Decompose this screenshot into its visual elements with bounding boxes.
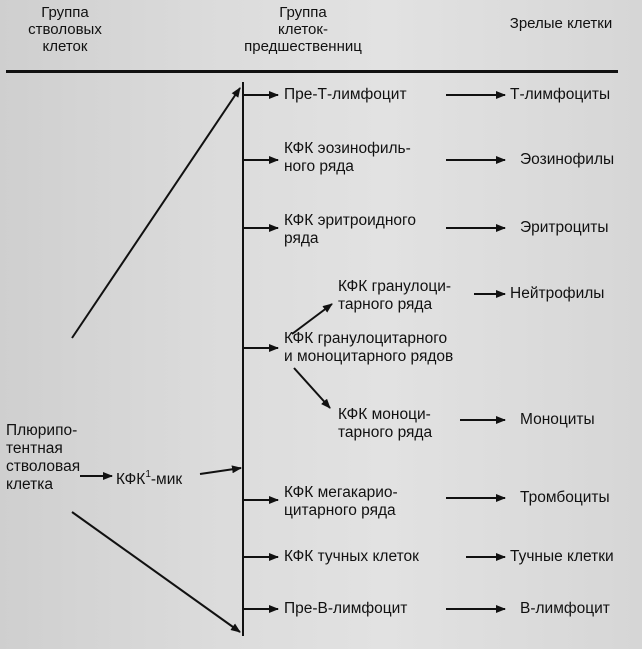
mature-b: В-лимфоцит bbox=[520, 600, 610, 617]
progenitor-eos: КФК эозинофиль- ного ряда bbox=[284, 140, 411, 175]
cfu-mix-suffix: -мик bbox=[150, 471, 183, 488]
progenitor-pre-b: Пре-В-лимфоцит bbox=[284, 600, 408, 617]
header-progenitor-group: Группа клеток- предшественниц bbox=[244, 4, 362, 55]
progenitor-mast: КФК тучных клеток bbox=[284, 548, 419, 565]
progenitor-pre-t: Пре-Т-лимфоцит bbox=[284, 86, 407, 103]
header-stem-group: Группа стволовых клеток bbox=[28, 4, 102, 55]
mature-ery: Эритроциты bbox=[520, 219, 609, 236]
cfu-mix-superscript: 1 bbox=[145, 469, 151, 480]
header-divider bbox=[6, 70, 618, 73]
stem-cell-label: Плюрипо- тентная стволовая клетка bbox=[6, 422, 81, 493]
mature-thr: Тромбоциты bbox=[520, 489, 610, 506]
arrow-gm-to-mono bbox=[293, 367, 331, 409]
mature-eos: Эозинофилы bbox=[520, 151, 615, 168]
progenitor-ery: КФК эритроидного ряда bbox=[284, 212, 416, 247]
progenitor-mono: КФК моноци- тарного ряда bbox=[338, 406, 433, 441]
progenitor-mega: КФК мегакарио- цитарного ряда bbox=[284, 484, 398, 519]
mature-neut: Нейтрофилы bbox=[510, 285, 605, 302]
progenitor-gran: КФК гранулоци- тарного ряда bbox=[338, 278, 452, 313]
mature-mono: Моноциты bbox=[520, 411, 595, 428]
arrow-cfu-mix-to-line bbox=[199, 465, 242, 475]
mature-t: Т-лимфоциты bbox=[510, 86, 611, 103]
arrow-gm-to-gran bbox=[291, 303, 333, 335]
mature-mast: Тучные клетки bbox=[510, 548, 614, 565]
header-mature-cells: Зрелые клетки bbox=[509, 15, 613, 32]
arrow-stem-to-pre-b bbox=[71, 511, 241, 633]
arrow-stem-to-pre-t bbox=[71, 87, 241, 339]
cfu-mix-text: КФК bbox=[116, 471, 146, 488]
progenitor-gm: КФК гранулоцитарного и моноцитарного ряд… bbox=[284, 330, 454, 365]
cfu-mix-label: КФК1-мик bbox=[116, 466, 182, 489]
